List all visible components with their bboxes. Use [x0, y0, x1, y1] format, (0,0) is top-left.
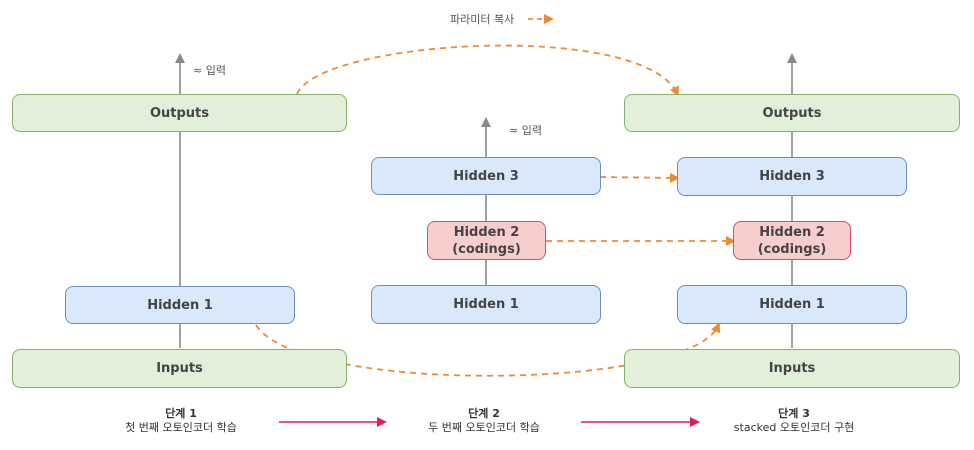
stage1-caption: 단계 1 첫 번째 오토인코더 학습 — [81, 407, 281, 435]
copy-arrow-outputs — [296, 44, 679, 97]
stage2-hidden2-sublabel: (codings) — [452, 241, 521, 257]
stage3-hidden3-node: Hidden 3 — [677, 157, 907, 196]
stage1-hidden1-node: Hidden 1 — [65, 286, 295, 324]
stage2-hidden1-node: Hidden 1 — [371, 285, 601, 324]
copy-arrow-hidden3 — [599, 172, 680, 183]
stage3-desc: stacked 오토인코더 구현 — [733, 421, 855, 434]
approx-input-label-stage2: ≈ 입력 — [509, 124, 542, 137]
stage1-inputs-node: Inputs — [12, 349, 347, 388]
stage2-desc: 두 번째 오토인코더 학습 — [428, 421, 540, 434]
stage2-hidden2-node: Hidden 2 (codings) — [427, 221, 546, 260]
stage2-caption: 단계 2 두 번째 오토인코더 학습 — [384, 407, 584, 435]
legend-copy-label: 파라미터 복사 — [450, 13, 515, 26]
stage2-hidden3-node: Hidden 3 — [371, 157, 601, 195]
stage3-hidden2-node: Hidden 2 (codings) — [733, 221, 851, 260]
stage3-title: 단계 3 — [778, 407, 810, 420]
stage1-outputs-node: Outputs — [12, 94, 347, 132]
approx-input-label-stage1: ≈ 입력 — [193, 64, 226, 77]
stage3-hidden2-sublabel: (codings) — [757, 241, 827, 257]
stage2-title: 단계 2 — [468, 407, 500, 420]
stage2-hidden2-label: Hidden 2 — [453, 224, 520, 240]
stage3-outputs-node: Outputs — [624, 94, 960, 132]
stage1-desc: 첫 번째 오토인코더 학습 — [125, 421, 237, 434]
stage3-inputs-node: Inputs — [624, 349, 960, 388]
stage1-title: 단계 1 — [165, 407, 197, 420]
stage3-hidden2-label: Hidden 2 — [759, 224, 825, 240]
stage3-hidden1-node: Hidden 1 — [677, 285, 907, 324]
stage3-caption: 단계 3 stacked 오토인코더 구현 — [694, 407, 894, 435]
